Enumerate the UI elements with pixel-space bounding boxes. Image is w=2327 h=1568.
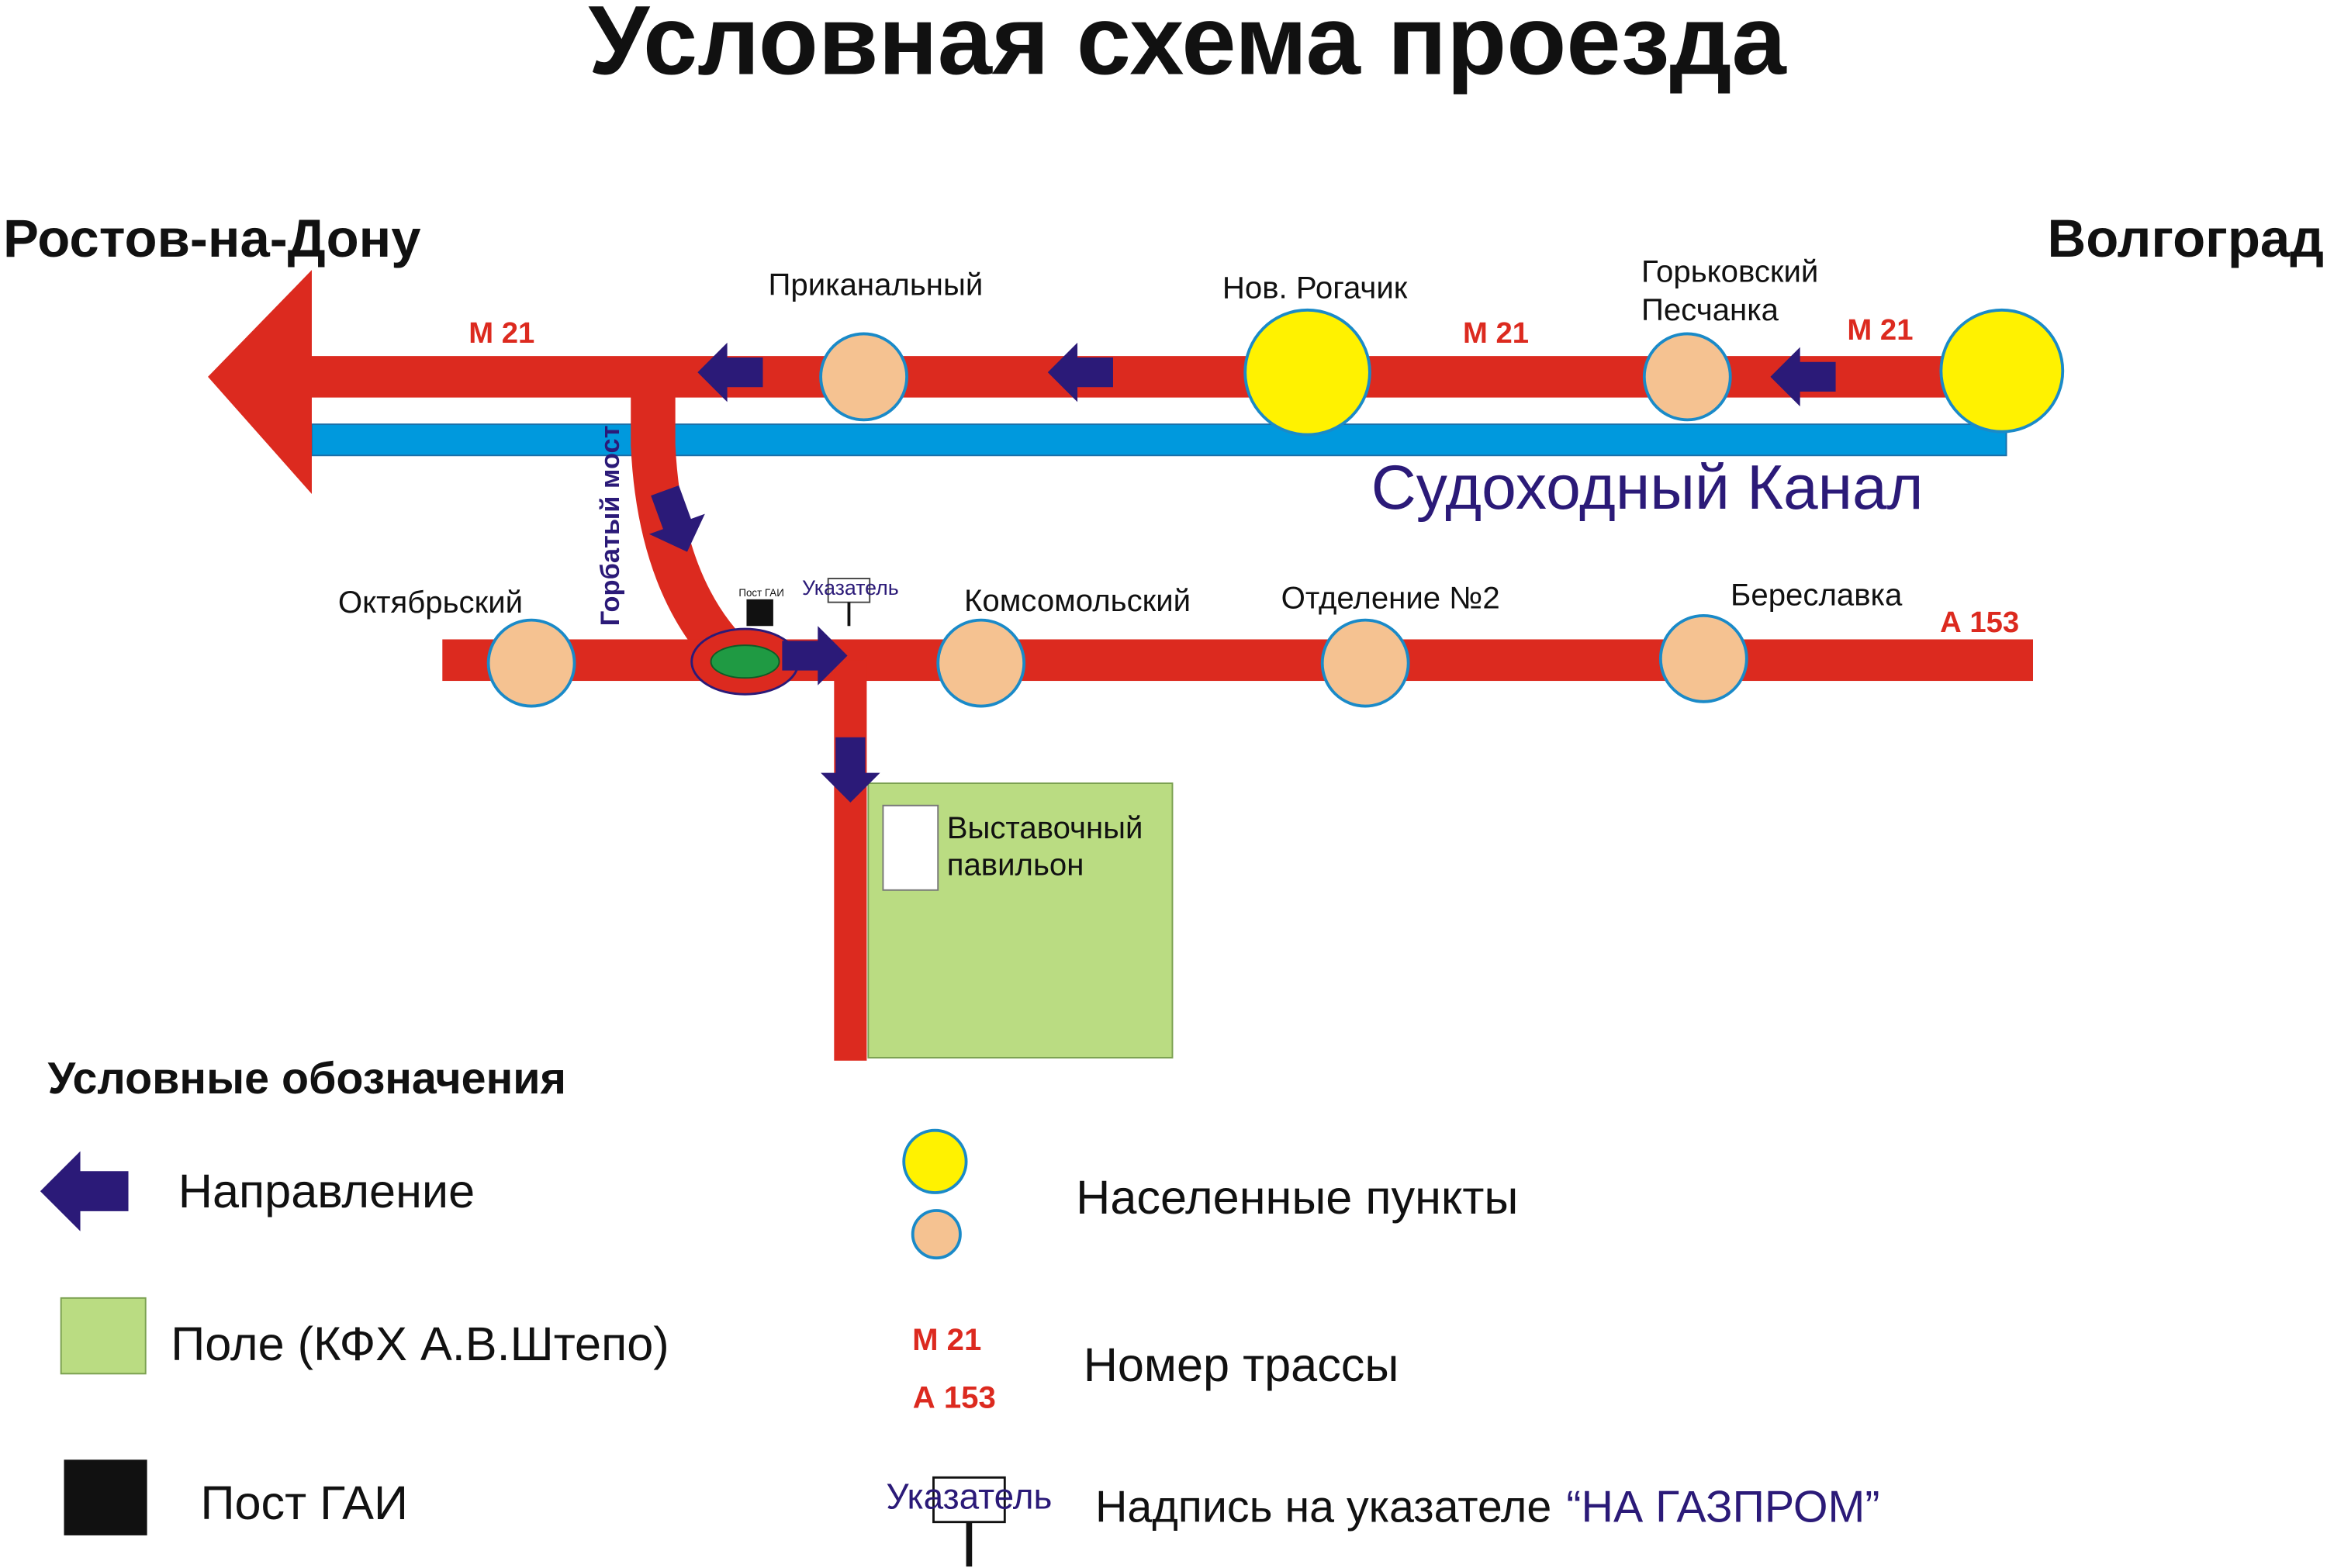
settlement-gorkovsky xyxy=(1642,332,1732,422)
settlement-volgograd xyxy=(1939,308,2065,433)
legend-settlements-label: Населенные пункты xyxy=(1076,1171,1518,1224)
canal-label: Судоходный Канал xyxy=(1371,453,1924,523)
legend-route-m21: М 21 xyxy=(912,1322,981,1357)
label-otdelenie2: Отделение №2 xyxy=(1281,580,1500,615)
label-prikanalny: Приканальный xyxy=(769,268,984,302)
label-oktyabrsky: Октябрьский xyxy=(338,585,523,620)
route-label-m21: М 21 xyxy=(1463,316,1529,350)
legend-field-label: Поле (КФХ А.В.Штепо) xyxy=(171,1318,669,1370)
settlement-nov-rogachik xyxy=(1243,308,1371,437)
settlement-otdelenie2 xyxy=(1320,618,1410,708)
settlement-komsomolsky xyxy=(936,618,1026,708)
legend-route-a153: А 153 xyxy=(913,1380,996,1414)
label-komsomolsky: Комсомольский xyxy=(964,583,1191,618)
legend-route-number-label: Номер трассы xyxy=(1084,1338,1399,1391)
direction-arrows xyxy=(637,342,1836,803)
pavilion-label-line2: павильон xyxy=(947,848,1084,882)
legend-settlement-small-icon xyxy=(911,1209,962,1260)
traffic-post xyxy=(746,599,773,627)
label-nov-rogachik: Нов. Рогачик xyxy=(1222,271,1408,306)
legend: Условные обозначения Направление Поле (К… xyxy=(40,1054,1879,1567)
canal xyxy=(311,423,2007,457)
legend-direction-arrow-icon xyxy=(40,1151,129,1231)
route-label-m21: М 21 xyxy=(469,316,534,350)
route-label-m21: М 21 xyxy=(1847,313,1913,347)
road-to-pavilion xyxy=(834,660,867,1061)
legend-title: Условные обозначения xyxy=(47,1054,566,1103)
pavilion-label-line1: Выставочный xyxy=(947,810,1143,845)
legend-sign-text: Надпись на указателе “НА ГАЗПРОМ” xyxy=(1095,1483,1879,1532)
bridge-label: Горбатый мост xyxy=(596,425,625,626)
legend-settlement-large-icon xyxy=(902,1128,968,1194)
settlement-oktyabrsky xyxy=(486,618,576,708)
city-volgograd: Волгоград xyxy=(2048,209,2324,268)
legend-field-swatch xyxy=(60,1297,147,1375)
city-rostov: Ростов-на-Дону xyxy=(3,209,420,268)
sign-label: Указатель xyxy=(802,576,899,599)
traffic-post-label: Пост ГАИ xyxy=(738,587,783,599)
legend-sign-word: Указатель xyxy=(886,1476,1052,1516)
label-peschanka: Песчанка xyxy=(1641,292,1779,327)
legend-direction-label: Направление xyxy=(178,1165,475,1217)
map-title: Условная схема проезда xyxy=(588,0,1787,95)
pavilion-building xyxy=(882,804,939,891)
legend-sign-caption: Надпись на указателе xyxy=(1095,1483,1551,1532)
route-label-a153: А 153 xyxy=(1940,606,2019,639)
settlement-bereslavka xyxy=(1658,613,1748,703)
label-gorkovsky: Горьковский xyxy=(1641,254,1818,288)
legend-post-swatch xyxy=(64,1459,147,1535)
road-a153 xyxy=(442,639,2033,682)
legend-sign-quote: “НА ГАЗПРОМ” xyxy=(1566,1483,1879,1532)
label-bereslavka: Береславка xyxy=(1731,577,1903,612)
roundabout xyxy=(710,644,780,679)
settlement-prikanalny xyxy=(819,332,908,422)
legend-post-label: Пост ГАИ xyxy=(200,1476,408,1529)
